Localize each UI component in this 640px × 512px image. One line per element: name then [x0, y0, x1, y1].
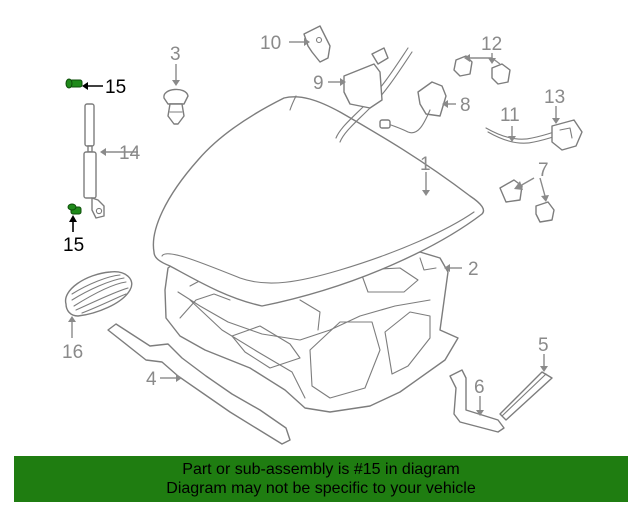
bolt-part-15-top[interactable] — [65, 78, 83, 89]
striker-part-13[interactable] — [551, 119, 583, 151]
label-part-1: 1 — [420, 154, 431, 175]
label-part-4: 4 — [146, 369, 157, 390]
label-part-5: 5 — [538, 335, 549, 356]
bracket-part-10[interactable] — [303, 25, 331, 63]
cable-part-11[interactable] — [485, 127, 557, 144]
banner-line-1: Part or sub-assembly is #15 in diagram — [182, 461, 460, 478]
label-part-2: 2 — [468, 259, 479, 280]
label-part-9: 9 — [313, 73, 324, 94]
label-part-13: 13 — [544, 87, 565, 108]
label-part-6: 6 — [474, 377, 485, 398]
seal-part-4[interactable] — [107, 323, 291, 445]
bolt-part-15-bottom[interactable] — [67, 203, 82, 215]
release-cable-part-8[interactable] — [379, 81, 447, 134]
seal-strip-part-5[interactable] — [499, 371, 553, 421]
bumper-part-7[interactable] — [499, 179, 555, 223]
hood-strut-part-14[interactable] — [83, 103, 105, 219]
label-part-10: 10 — [260, 33, 281, 54]
label-part-14: 14 — [119, 143, 141, 164]
clip-part-12[interactable] — [453, 55, 511, 85]
seal-part-6[interactable] — [449, 369, 505, 433]
label-part-16: 16 — [62, 342, 83, 363]
label-part-8: 8 — [460, 95, 471, 116]
leader-lines — [68, 38, 560, 416]
hood-outer-panel-part-1[interactable] — [152, 95, 485, 307]
label-part-15-top: 15 — [105, 77, 126, 98]
hood-latch-part-9[interactable] — [335, 47, 413, 143]
label-part-12: 12 — [481, 34, 502, 55]
label-part-11: 11 — [500, 105, 520, 126]
label-part-15-bottom: 15 — [63, 235, 84, 256]
push-clip-part-3[interactable] — [163, 88, 189, 125]
vent-grille-part-16[interactable] — [64, 271, 133, 317]
label-part-7: 7 — [538, 160, 549, 181]
info-banner: Part or sub-assembly is #15 in diagram D… — [14, 456, 628, 502]
label-part-3: 3 — [170, 44, 181, 65]
banner-line-2: Diagram may not be specific to your vehi… — [166, 480, 476, 497]
callout-labels: 10 3 9 12 8 11 13 14 1 7 2 16 4 5 6 15 1… — [62, 33, 565, 398]
